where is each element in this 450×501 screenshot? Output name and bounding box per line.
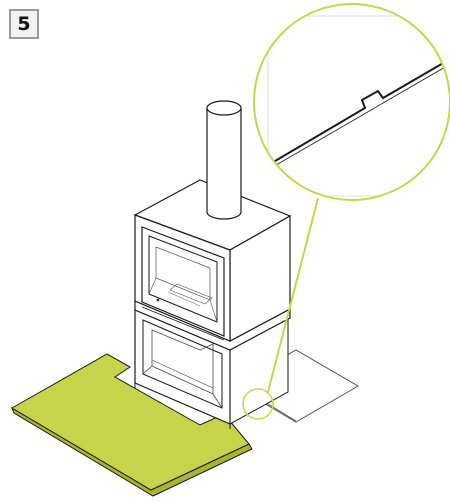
green-floor-plate xyxy=(10,353,253,497)
flue-pipe xyxy=(206,100,242,220)
log-store-shelf xyxy=(151,359,214,389)
callout-leader-line xyxy=(267,197,319,393)
detail-magnifier xyxy=(253,3,450,201)
floor-plate-top xyxy=(11,353,250,491)
door-handle xyxy=(156,298,160,302)
notch-edge-line xyxy=(269,61,446,165)
detail-magnifier-border xyxy=(253,3,450,201)
flue-pipe-top xyxy=(206,100,242,116)
callout-target-circle xyxy=(242,388,274,420)
step-number-badge: 5 xyxy=(9,9,39,39)
